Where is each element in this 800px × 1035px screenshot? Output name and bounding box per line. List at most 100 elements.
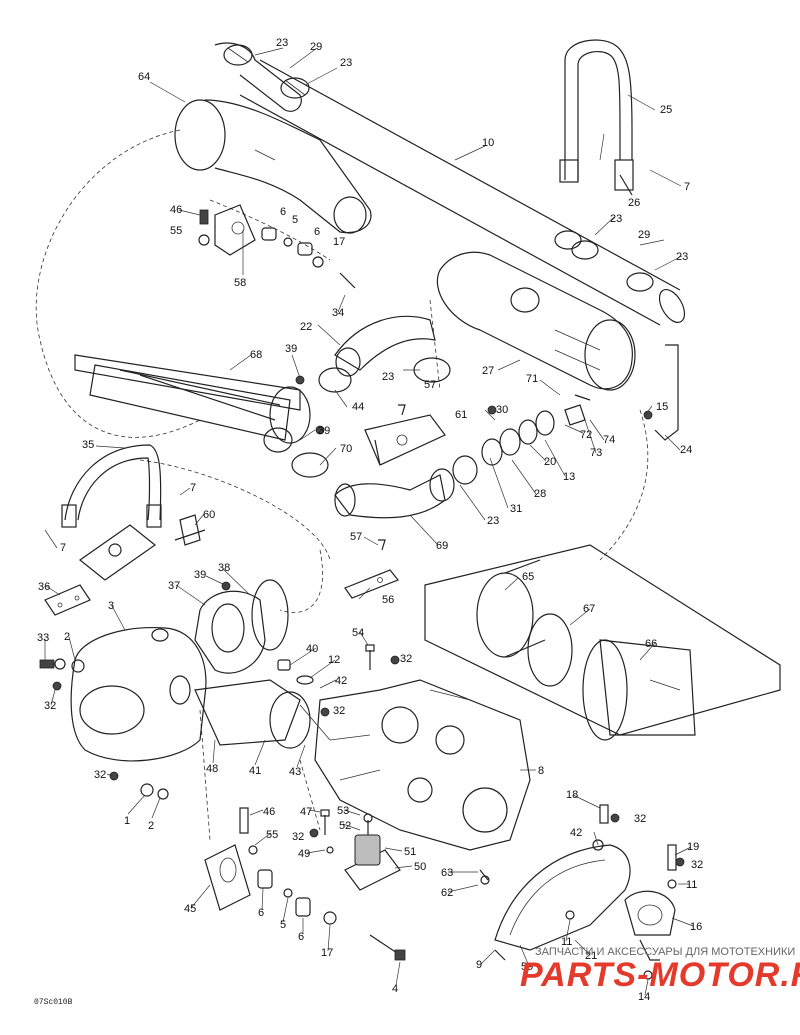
callout-22: 22 [300, 321, 312, 333]
bracket-36 [44, 524, 157, 616]
callout-5: 5 [292, 214, 298, 226]
callout-43: 43 [289, 766, 301, 778]
callout-60: 60 [203, 509, 215, 521]
callout-6: 6 [298, 931, 304, 943]
callout-59: 59 [521, 961, 533, 973]
mounting-strap-25 [559, 39, 634, 196]
callout-65: 65 [522, 571, 534, 583]
heat-shield-68 [74, 354, 325, 453]
callout-74: 74 [603, 434, 615, 446]
long-exhaust-pipe [239, 59, 686, 326]
callout-56: 56 [382, 594, 394, 606]
callout-39: 39 [285, 343, 297, 355]
heat-shield-61 [364, 404, 446, 466]
left-hardware [39, 658, 169, 800]
manifold-3 [70, 627, 331, 762]
callout-23: 23 [276, 37, 288, 49]
right-hardware [599, 804, 685, 980]
callout-61: 61 [455, 409, 467, 421]
callout-64: 64 [138, 71, 150, 83]
callout-45: 45 [184, 903, 196, 915]
watermark-brand: PARTS-MOTOR.RU [520, 956, 800, 994]
callout-62: 62 [441, 887, 453, 899]
callout-49: 49 [298, 848, 310, 860]
callout-23: 23 [487, 515, 499, 527]
callout-39: 39 [194, 569, 206, 581]
callout-8: 8 [538, 765, 544, 777]
callout-63: 63 [441, 867, 453, 879]
callout-42: 42 [335, 675, 347, 687]
callout-32: 32 [634, 813, 646, 825]
callout-33: 33 [37, 632, 49, 644]
callout-17: 17 [321, 947, 333, 959]
callout-2: 2 [64, 631, 70, 643]
callout-50: 50 [414, 861, 426, 873]
callout-32: 32 [333, 705, 345, 717]
engine-block [314, 679, 531, 851]
callout-23: 23 [610, 213, 622, 225]
callout-68: 68 [250, 349, 262, 361]
callout-24: 24 [680, 444, 692, 456]
callout-51: 51 [404, 846, 416, 858]
callout-2: 2 [148, 820, 154, 832]
callout-32: 32 [44, 700, 56, 712]
callout-16: 16 [690, 921, 702, 933]
bracket-24 [643, 344, 679, 441]
callout-29: 29 [310, 41, 322, 53]
callout-40: 40 [306, 643, 318, 655]
front-hose-assembly [214, 42, 310, 112]
callout-52: 52 [339, 820, 351, 832]
callout-labels: 23 29 23 64 25 10 7 26 46 6 5 55 6 17 23… [37, 37, 703, 1003]
callout-54: 54 [352, 627, 364, 639]
callout-3: 3 [108, 600, 114, 612]
bracket-45-assembly [204, 807, 406, 961]
callout-12: 12 [328, 654, 340, 666]
callout-11: 11 [561, 936, 572, 948]
callout-25: 25 [660, 104, 672, 116]
callout-73: 73 [590, 447, 602, 459]
callout-11: 11 [686, 879, 697, 891]
mounting-strap-35 [61, 444, 162, 528]
watermark-caption: ЗАПЧАСТИ И АКСЕССУАРЫ ДЛЯ МОТОТЕХНИКИ [535, 946, 795, 958]
callout-55: 55 [266, 829, 278, 841]
callout-30: 30 [496, 404, 508, 416]
callout-14: 14 [638, 991, 650, 1003]
callout-37: 37 [168, 580, 180, 592]
callout-18: 18 [566, 789, 578, 801]
callout-23: 23 [676, 251, 688, 263]
callout-6: 6 [258, 907, 264, 919]
callout-17: 17 [333, 236, 345, 248]
callout-38: 38 [218, 562, 230, 574]
callout-9: 9 [476, 959, 482, 971]
callout-44: 44 [352, 401, 364, 413]
callout-69: 69 [436, 540, 448, 552]
callout-31: 31 [510, 503, 522, 515]
callout-58: 58 [234, 277, 246, 289]
callout-7: 7 [190, 482, 196, 494]
hose-22 [334, 315, 436, 377]
leader-lines [44, 47, 694, 996]
callout-20: 20 [544, 456, 556, 468]
callout-39: 39 [318, 425, 330, 437]
callout-21: 21 [585, 950, 597, 962]
callout-42: 42 [570, 827, 582, 839]
callout-46: 46 [263, 806, 275, 818]
bracket-60 [174, 514, 206, 546]
callout-46: 46 [170, 204, 182, 216]
callout-57: 57 [350, 531, 362, 543]
callout-41: 41 [249, 765, 261, 777]
callout-47: 47 [300, 806, 312, 818]
assembly-dashed-lines [35, 129, 649, 841]
callout-1: 1 [124, 815, 130, 827]
callout-70: 70 [340, 443, 352, 455]
callout-26: 26 [628, 197, 640, 209]
callout-32: 32 [400, 653, 412, 665]
clamp-70 [291, 452, 329, 478]
callout-53: 53 [337, 805, 349, 817]
callout-66: 66 [645, 638, 657, 650]
flange-37-38 [194, 579, 289, 674]
callout-55: 55 [170, 225, 182, 237]
hose-69 [334, 474, 446, 519]
callout-36: 36 [38, 581, 50, 593]
